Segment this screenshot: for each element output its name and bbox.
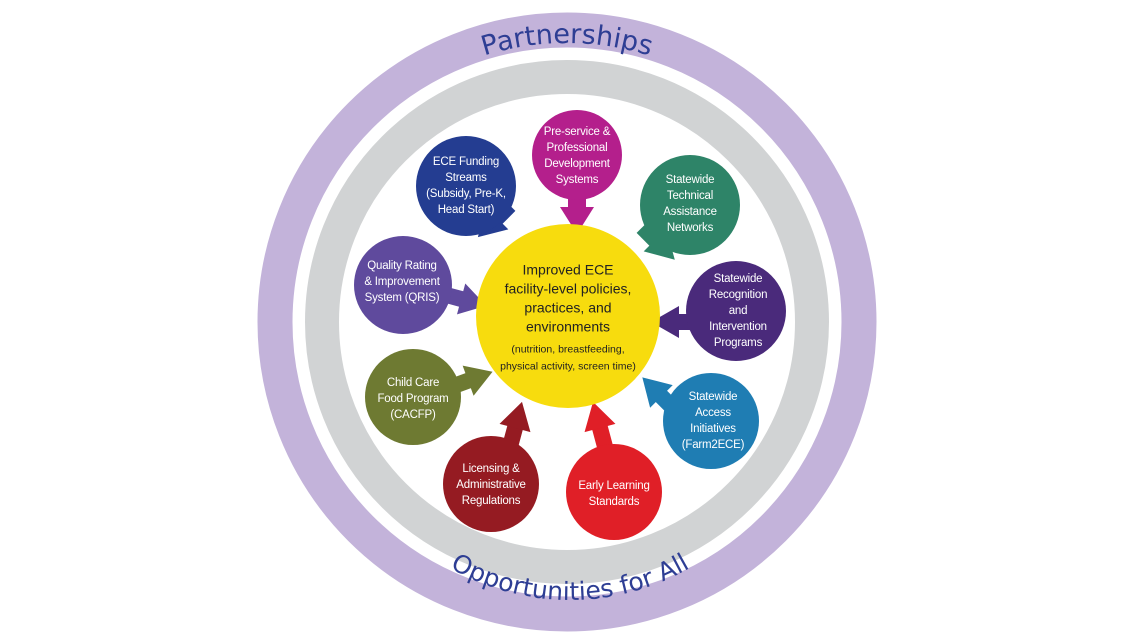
node-licensing-circle (443, 436, 539, 532)
center-subtitle-line: physical activity, screen time) (500, 360, 636, 373)
node-funding-circle (416, 136, 516, 236)
arrow-early-learning (584, 401, 616, 450)
node-access-circle (663, 373, 759, 469)
node-cacfp-circle (365, 349, 461, 445)
center-title-line: practices, and (524, 299, 612, 316)
opportunities-ring (305, 60, 829, 584)
center-title-line: environments (525, 318, 611, 335)
node-recognition-circle (686, 261, 786, 361)
node-early-learning-circle (566, 444, 662, 540)
node-preservice-circle (532, 110, 622, 200)
node-qris-circle (354, 236, 452, 334)
node-technical-circle (640, 155, 740, 255)
center-outcome-text: Improved ECE facility-level policies, pr… (500, 261, 636, 376)
center-title-line: facility-level policies, (504, 280, 632, 297)
center-title-line: Improved ECE (522, 261, 614, 278)
partnerships-ring (257, 12, 877, 632)
center-outcome-circle (476, 224, 660, 408)
center-subtitle-line: (nutrition, breastfeeding, (511, 343, 625, 356)
